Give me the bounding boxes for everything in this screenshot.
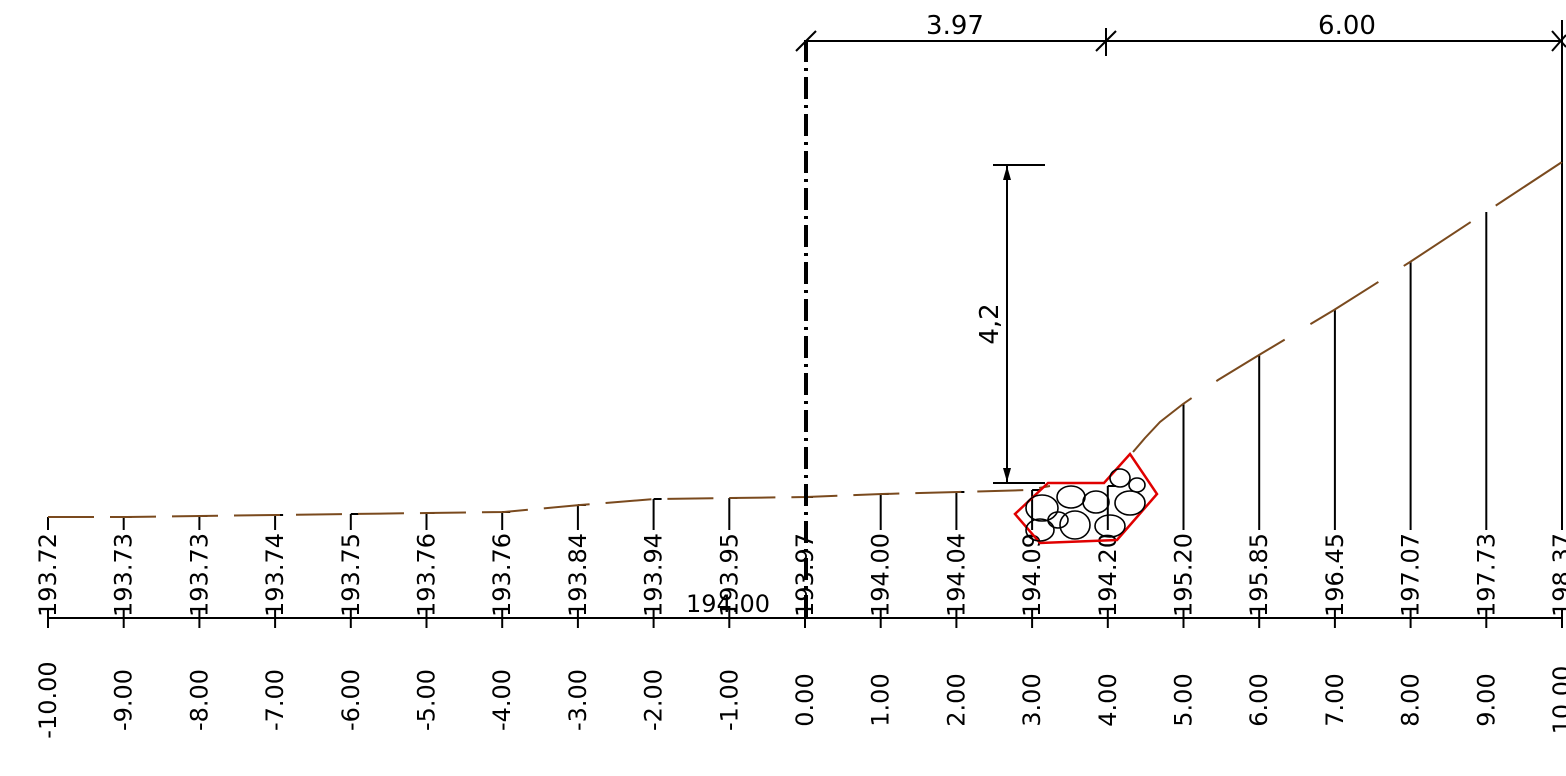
offset-label: -9.00 xyxy=(110,669,138,731)
elevation-label: 195.85 xyxy=(1245,533,1273,617)
dim-tick-right-b xyxy=(1551,30,1566,48)
offset-label: 0.00 xyxy=(791,673,819,726)
offset-label: -2.00 xyxy=(640,669,668,731)
elevation-label: 196.45 xyxy=(1321,533,1349,617)
offset-label: -8.00 xyxy=(185,669,213,731)
elevation-label: 193.75 xyxy=(337,533,365,617)
elevation-labels: 193.72 193.73 193.73 193.74 193.75 193.76 193.… xyxy=(34,533,1566,617)
offset-label: 5.00 xyxy=(1170,673,1198,726)
offset-label: -4.00 xyxy=(488,669,516,731)
elevation-vertical-lines xyxy=(47,162,1563,530)
riprap-stones xyxy=(1025,468,1146,542)
vdim-label: 4,2 xyxy=(975,303,1005,344)
elevation-label: 193.94 xyxy=(640,533,668,617)
riprap-block xyxy=(1013,451,1159,545)
vdim-arrow-top xyxy=(1003,166,1011,180)
offset-label: 4.00 xyxy=(1094,673,1122,726)
elevation-label: 194.20 xyxy=(1094,533,1122,617)
elevation-label: 194.09 xyxy=(1018,533,1046,617)
elevation-label: 193.95 xyxy=(715,533,743,617)
elevation-label: 198.37 xyxy=(1548,533,1566,617)
dim-label-3-97: 3.97 xyxy=(926,11,984,41)
elevation-label: 194.00 xyxy=(867,533,895,617)
offset-label: -6.00 xyxy=(337,669,365,731)
elevation-label: 195.20 xyxy=(1170,533,1198,617)
offset-label: 1.00 xyxy=(867,673,895,726)
dim-tick-left xyxy=(795,30,817,52)
elevation-label: 193.84 xyxy=(564,533,592,617)
elevation-label: 194.04 xyxy=(942,533,970,617)
elevation-label: 193.74 xyxy=(261,533,289,617)
vdim-arrow-bottom xyxy=(1003,468,1011,482)
elevation-label: 197.73 xyxy=(1472,533,1500,617)
offset-label: 3.00 xyxy=(1018,673,1046,726)
offset-label: -5.00 xyxy=(413,669,441,731)
elevation-label: 193.76 xyxy=(488,533,516,617)
offset-label: 7.00 xyxy=(1321,673,1349,726)
elevation-label: 193.72 xyxy=(34,533,62,617)
offset-label: 6.00 xyxy=(1245,673,1273,726)
offset-label: 10.00 xyxy=(1548,666,1566,735)
riprap-outline xyxy=(1013,451,1159,545)
offset-label: 9.00 xyxy=(1472,673,1500,726)
offset-label: 2.00 xyxy=(942,673,970,726)
dim-label-6-00: 6.00 xyxy=(1318,11,1376,41)
offset-label: -10.00 xyxy=(34,661,62,738)
offset-label: -7.00 xyxy=(261,669,289,731)
elevation-label: 193.76 xyxy=(413,533,441,617)
offset-label: -1.00 xyxy=(715,669,743,731)
ground-profile-line-right xyxy=(1132,161,1563,453)
offset-labels: -10.00 -9.00 -8.00 -7.00 -6.00 -5.00 -4.00 -3.0… xyxy=(34,661,1566,738)
elevation-label: 197.07 xyxy=(1397,533,1425,617)
ground-profile-line xyxy=(48,485,1051,518)
datum-label: 194.00 xyxy=(686,590,770,618)
offset-label: 8.00 xyxy=(1397,673,1425,726)
dim-tick-right-a xyxy=(1551,34,1566,52)
offset-label: -3.00 xyxy=(564,669,592,731)
elevation-label: 193.73 xyxy=(110,533,138,617)
elevation-label: 193.73 xyxy=(185,533,213,617)
